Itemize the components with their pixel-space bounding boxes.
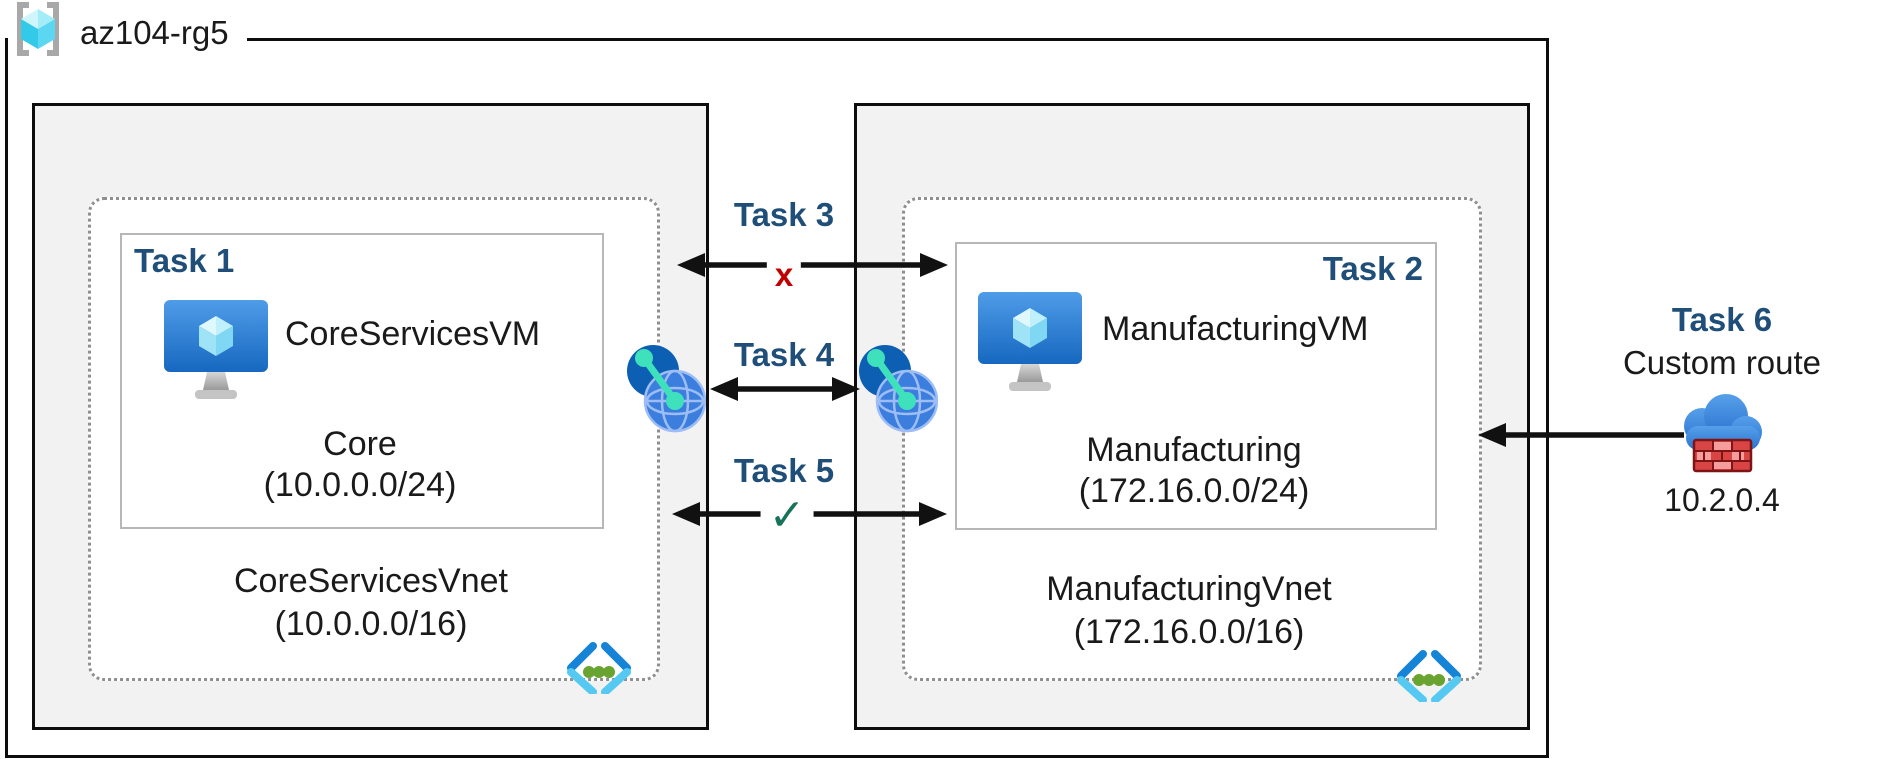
virtual-machine-icon [163,300,269,409]
allowed-check-mark: ✓ [760,494,814,538]
vnet-cidr: (172.16.0.0/16) [1073,613,1305,651]
vnet-peering-icon-right [858,344,939,441]
subnet-cidr: (10.0.0.0/24) [263,466,457,504]
subnet-core-text: Core (10.0.0.0/24) [120,424,600,506]
task5-label: Task 5 [733,452,835,489]
task6-label: Task 6 [1671,301,1773,338]
vm-name-coreservices: CoreServicesVM [285,315,541,353]
vnet-manufacturing-text: ManufacturingVnet (172.16.0.0/16) [902,568,1476,654]
virtual-machine-icon [977,292,1083,401]
virtual-network-icon [1393,650,1465,707]
virtual-network-icon [563,642,635,699]
task2-label: Task 2 [1322,250,1423,287]
task6-text: Task 6 Custom route [1592,298,1852,384]
blocked-x-mark: x [766,256,802,294]
task6-description: Custom route [1622,344,1822,381]
vnet-peering-icon-left [626,344,707,441]
resource-group-name: az104-rg5 [80,14,229,51]
subnet-name: Manufacturing [1086,431,1302,469]
nva-cloud-firewall-icon [1674,390,1770,483]
task3-label: Task 3 [733,196,835,233]
subnet-cidr: (172.16.0.0/24) [1078,472,1310,510]
vnet-name: CoreServicesVnet [233,562,508,600]
vnet-coreservices-text: CoreServicesVnet (10.0.0.0/16) [88,560,654,646]
task1-label: Task 1 [134,242,235,279]
subnet-box-core [120,233,604,529]
task4-label: Task 4 [733,336,835,373]
vnet-cidr: (10.0.0.0/16) [274,605,468,643]
next-hop-ip: 10.2.0.4 [1664,482,1780,518]
resource-group-icon [10,0,66,66]
vm-name-manufacturing: ManufacturingVM [1102,310,1369,348]
subnet-manufacturing-text: Manufacturing (172.16.0.0/24) [955,430,1433,512]
resource-group-box [5,38,1549,758]
resource-group-label: az104-rg5 [8,0,247,66]
vnet-name: ManufacturingVnet [1046,570,1332,608]
subnet-name: Core [323,425,397,463]
